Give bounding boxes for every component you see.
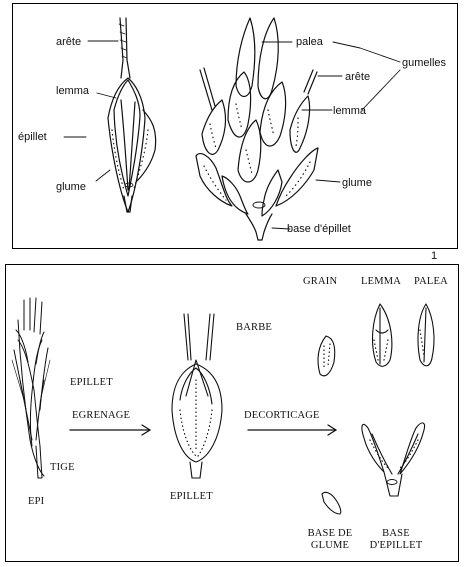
label-base-depillet: BASE D'EPILLET (366, 528, 426, 552)
label-lemma: LEMMA (361, 276, 401, 288)
label-glume-left: glume (56, 181, 86, 193)
label-base-de-glume: BASE DE GLUME (300, 528, 360, 552)
label-epillet-top: EPILLET (70, 377, 113, 389)
label-palea-caps: PALEA (414, 276, 448, 288)
label-gumelles: gumelles (402, 57, 446, 69)
label-grain: GRAIN (303, 276, 337, 288)
figure-number: 1 (431, 250, 437, 262)
spikelet-drawing-right (196, 18, 318, 240)
label-glume-right: glume (342, 177, 372, 189)
label-arete-left: arête (56, 36, 81, 48)
label-epillet-bottom: EPILLET (170, 491, 213, 503)
spikelet-drawing-left (108, 18, 156, 212)
label-lemma-left: lemma (56, 85, 89, 97)
label-epi: EPI (28, 496, 44, 508)
label-decorticage: DECORTICAGE (244, 410, 320, 422)
label-lemma-right: lemma (333, 105, 366, 117)
label-base-epillet: base d'épillet (287, 223, 351, 235)
label-tige: TIGE (50, 462, 75, 474)
leader-lines-fig1 (64, 41, 400, 229)
label-arete-right: arête (345, 71, 370, 83)
label-palea: palea (296, 36, 323, 48)
label-epillet: épillet (18, 131, 47, 143)
label-barbe: BARBE (236, 322, 272, 334)
label-egrenage: EGRENAGE (72, 410, 130, 422)
